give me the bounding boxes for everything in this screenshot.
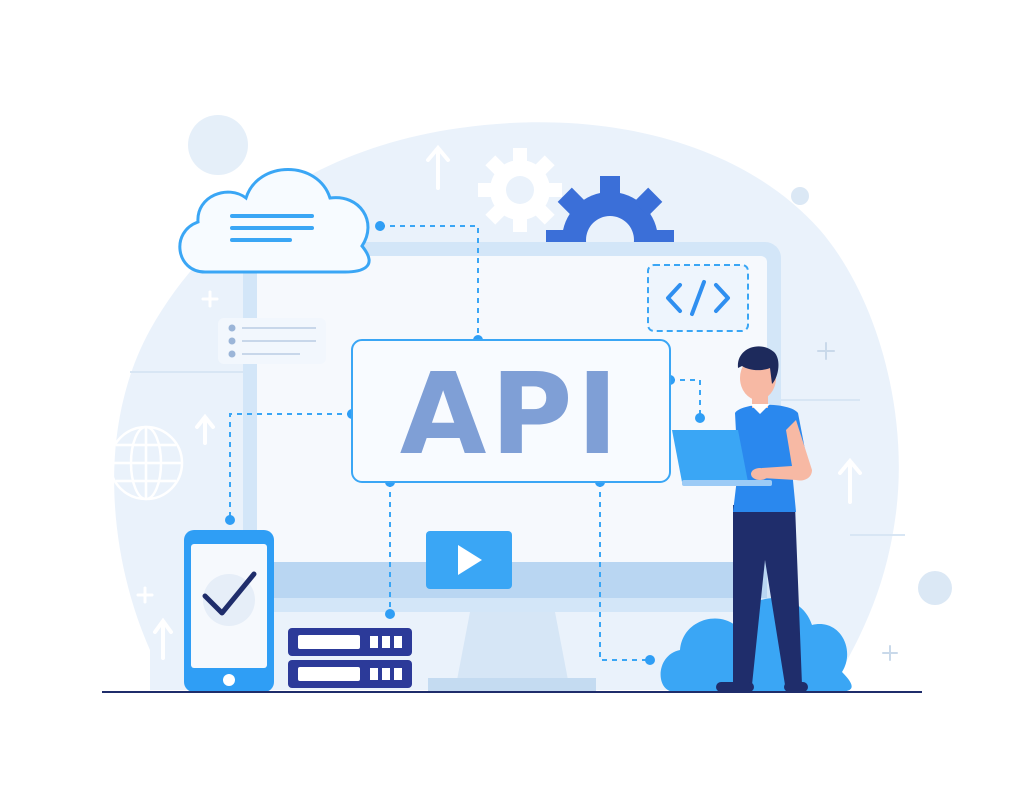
laptop-icon [672, 430, 772, 486]
code-icon [647, 264, 749, 332]
plus-icon [201, 290, 219, 308]
plus-icon [136, 586, 154, 604]
arrow-up-icon [153, 617, 173, 660]
globe-icon [108, 425, 184, 501]
server-icon [288, 628, 412, 688]
cloud-icon [178, 168, 371, 274]
api-box: API [351, 339, 671, 483]
list-card-icon [218, 318, 326, 364]
arrow-up-icon [838, 457, 862, 504]
check-icon [202, 571, 257, 616]
arrow-up-icon [426, 144, 450, 190]
gear-icon [478, 148, 562, 232]
arrow-up-icon [195, 413, 215, 445]
api-label: API [400, 350, 622, 480]
play-icon [426, 531, 512, 589]
plus-icon [817, 342, 898, 661]
smartphone-icon [184, 530, 274, 692]
connector-lines [229, 225, 701, 661]
person-figure [672, 346, 812, 692]
